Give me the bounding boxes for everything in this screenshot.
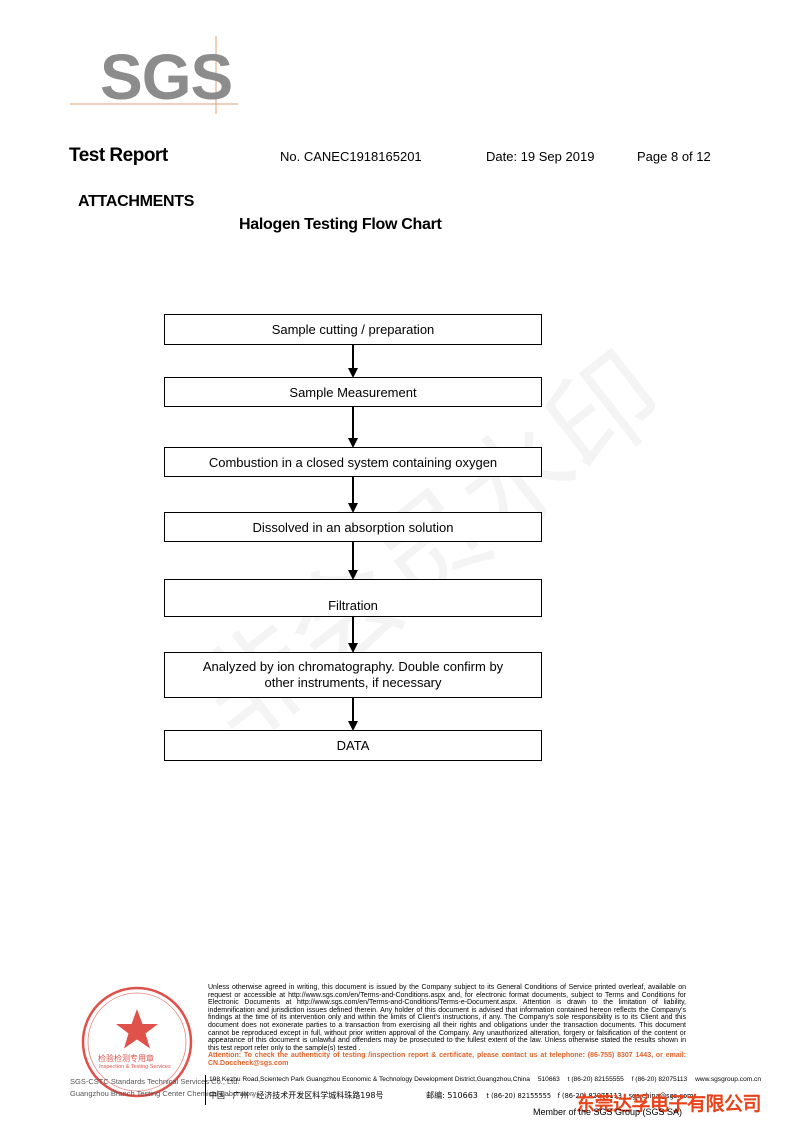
website: www.sgsgroup.com.cn <box>695 1076 762 1083</box>
authenticity-notice: Attention: To check the authenticity of … <box>208 1052 686 1067</box>
report-title: Test Report <box>69 145 168 166</box>
lab-branch: Guangzhou Branch Testing Center Chemical… <box>70 1089 257 1098</box>
postcode-en: 510663 <box>537 1076 560 1083</box>
flow-step-6: Analyzed by ion chromatography. Double c… <box>164 652 542 698</box>
sgs-logo <box>70 36 238 114</box>
seal-text: 检验检测专用章 <box>98 1054 154 1063</box>
flowchart-title: Halogen Testing Flow Chart <box>239 216 442 233</box>
flow-step-3: Combustion in a closed system containing… <box>164 447 542 477</box>
phone-en: t (86-20) 82155555 <box>567 1076 624 1083</box>
arrow-down-icon <box>348 477 358 513</box>
company-name: 东莞达孚电子有限公司 <box>576 1093 762 1115</box>
footer-divider <box>205 1075 206 1105</box>
arrow-down-icon <box>348 542 358 580</box>
email-cn: sgs.china@sgs.com <box>628 1092 694 1100</box>
arrow-down-icon <box>348 698 358 731</box>
legal-disclaimer: Unless otherwise agreed in writing, this… <box>208 984 686 1068</box>
logo-text: SGS <box>100 41 233 113</box>
fax-en: f (86-20) 82075113 <box>631 1076 688 1083</box>
phone-cn: t (86-20) 82155555 <box>486 1092 552 1100</box>
official-seal <box>80 985 194 1099</box>
section-title: ATTACHMENTS <box>78 193 195 210</box>
arrow-down-icon <box>348 407 358 448</box>
flow-step-7: DATA <box>164 730 542 761</box>
arrow-down-icon <box>348 345 358 378</box>
report-number: No. CANEC1918165201 <box>280 149 422 164</box>
flow-step-2: Sample Measurement <box>164 377 542 407</box>
postcode-cn: 510663 <box>447 1091 478 1100</box>
lab-name: SGS-CSTC Standards Technical Services Co… <box>70 1077 240 1086</box>
member-text: Member of the SGS Group (SGS SA) <box>533 1107 683 1117</box>
arrow-down-icon <box>348 617 358 653</box>
report-date: Date: 19 Sep 2019 <box>486 149 595 164</box>
postcode-label-cn: 邮编: <box>426 1091 445 1100</box>
disclaimer-text: Unless otherwise agreed in writing, this… <box>208 984 686 1052</box>
page-number: Page 8 of 12 <box>637 149 711 164</box>
address-cn: 中国 · 广州 · 经济技术开发区科学城科珠路198号 <box>209 1091 384 1100</box>
address-row-cn: 中国 · 广州 · 经济技术开发区科学城科珠路198号 邮编: 510663 t… <box>209 1090 693 1101</box>
seal-subtext: Inspection & Testing Services <box>99 1064 171 1070</box>
fax-cn: f (86-20) 82075113 <box>557 1092 623 1100</box>
address-row-en: 198 Kezhu Road,Scientech Park Guangzhou … <box>209 1076 761 1083</box>
flow-step-1: Sample cutting / preparation <box>164 314 542 345</box>
flow-step-5: Filtration <box>164 579 542 617</box>
address-en: 198 Kezhu Road,Scientech Park Guangzhou … <box>209 1076 530 1083</box>
flow-step-4: Dissolved in an absorption solution <box>164 512 542 542</box>
